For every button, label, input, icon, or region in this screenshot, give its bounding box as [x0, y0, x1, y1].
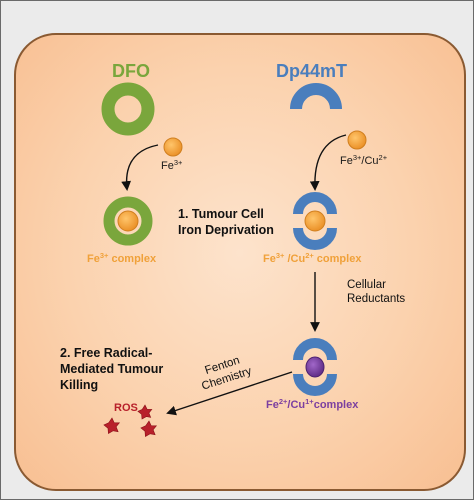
step2-label: 2. Free Radical- Mediated Tumour Killing	[60, 345, 163, 393]
ros-label: ROS	[114, 402, 138, 414]
dfo-ligand-ring	[101, 82, 155, 136]
dp44mt-ligand	[290, 83, 342, 110]
dp44mt-fe2-cu1-complex	[293, 338, 337, 396]
fe3-ion-dfo	[163, 137, 183, 157]
fe-cu-ion-label: Fe3+/Cu2+	[340, 153, 388, 167]
step1-label: 1. Tumour Cell Iron Deprivation	[178, 206, 274, 238]
dp44mt-fe3-cu2-complex	[293, 192, 337, 250]
dfo-title: DFO	[112, 61, 150, 81]
dp44mt-title: Dp44mT	[276, 61, 348, 81]
reductants-line1: Cellular	[347, 279, 386, 291]
step2-line2: Mediated Tumour	[60, 362, 164, 376]
dfo-arrow	[121, 144, 159, 191]
dp44mt-complex-label: Fe3+ /Cu2+ complex	[263, 251, 362, 265]
dfo-complex-label: Fe3+ complex	[87, 251, 157, 265]
reductants-label: Cellular Reductants	[347, 278, 405, 306]
reduced-complex-label: Fe2+/Cu1+complex	[266, 397, 359, 411]
dp44mt-arrow	[309, 134, 347, 191]
tumour-cell-boundary	[14, 33, 466, 491]
step2-line3: Killing	[60, 378, 99, 392]
fe-cu-ion	[347, 130, 367, 150]
step2-line1: 2. Free Radical-	[60, 346, 153, 360]
reductants-line2: Reductants	[347, 293, 406, 305]
step1-line2: Iron Deprivation	[178, 223, 274, 237]
ros-radical-burst	[103, 404, 158, 437]
fenton-arrow	[166, 371, 293, 416]
step1-line1: 1. Tumour Cell	[178, 207, 264, 221]
dfo-fe3-complex	[103, 196, 153, 246]
fe3-ion-label: Fe3+	[161, 158, 183, 172]
